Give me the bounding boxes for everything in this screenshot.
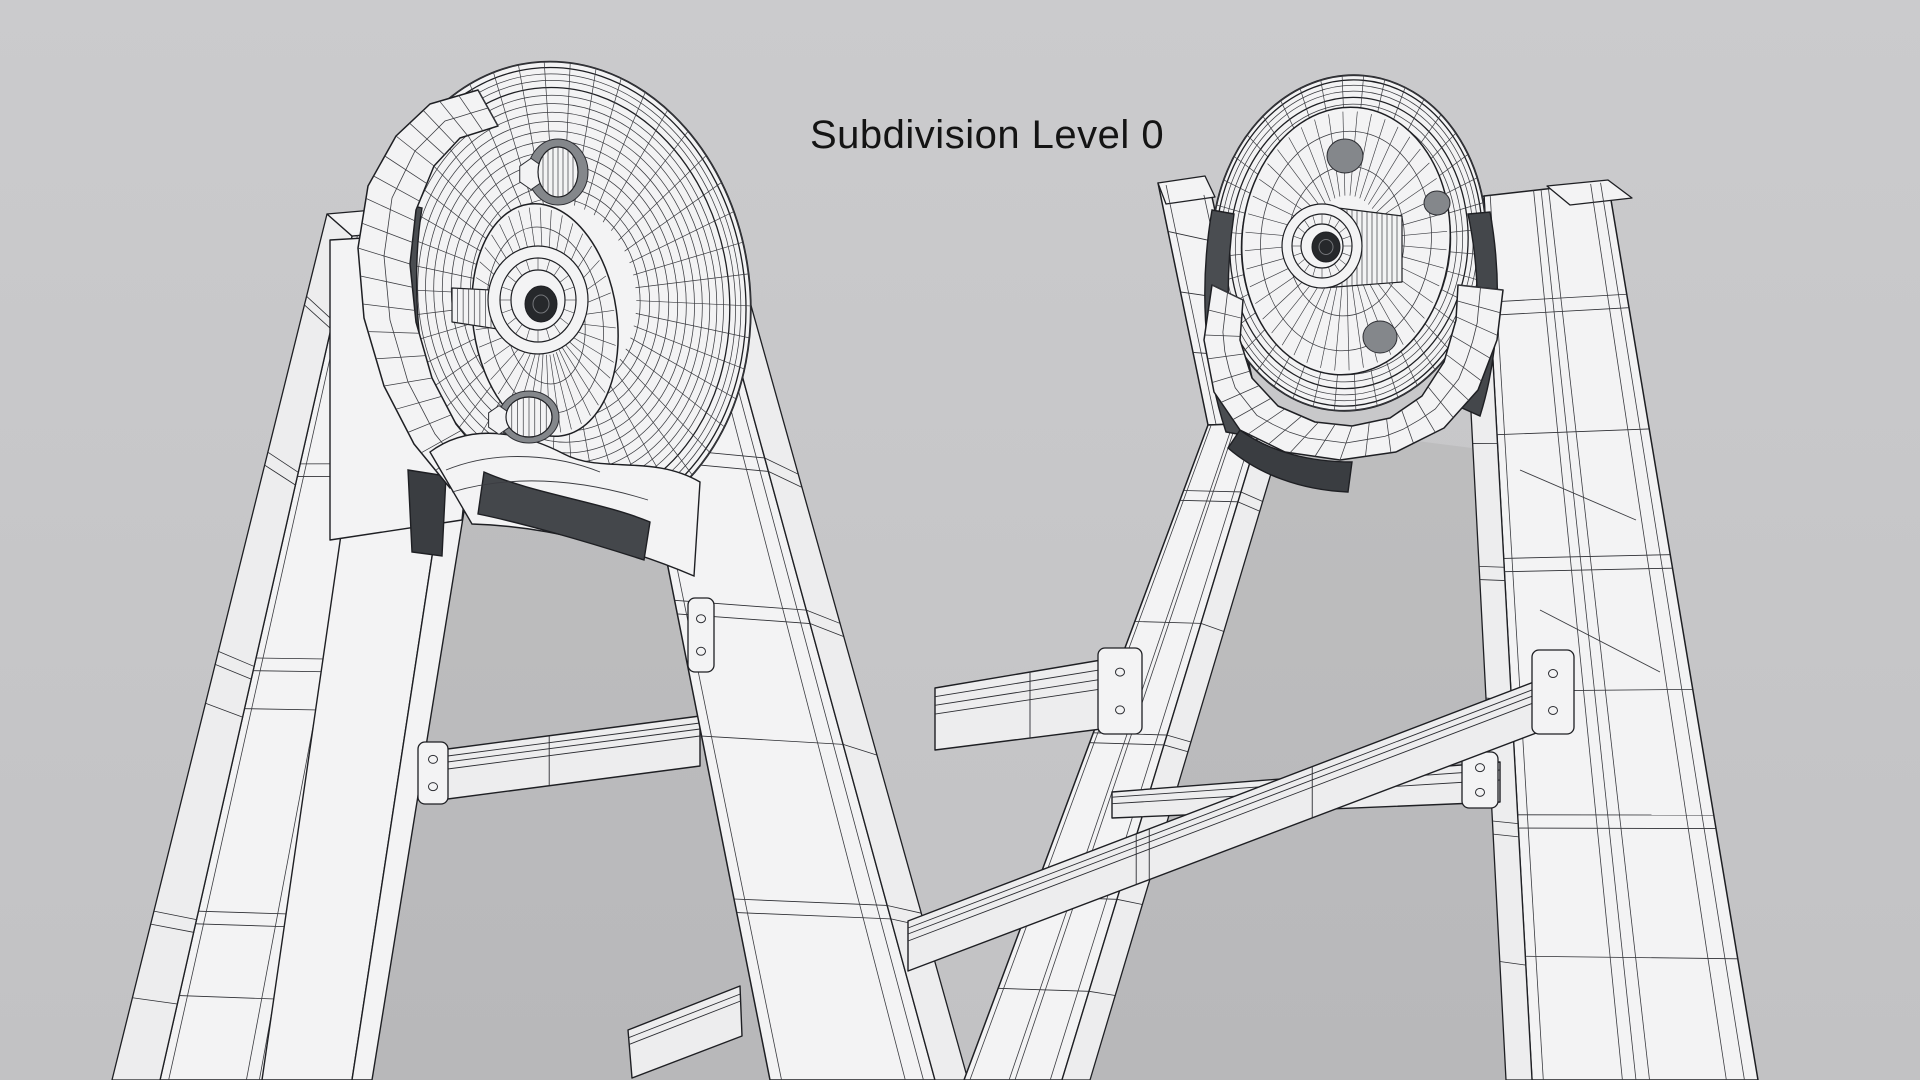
subdivision-level-label: Subdivision Level 0 [810,113,1164,157]
right-wheel-hub [1281,203,1363,289]
long-rail-right-segment [934,655,1126,751]
left-wheel-saddle-contour2 [451,480,649,501]
right-leg-diagonal-seam2 [1539,609,1661,673]
right-wheel-fork [1203,284,1504,461]
left-wheel-bottom-pin [488,396,553,438]
right-wheel-side-hole [1423,190,1451,216]
right-wheel-bottom-pocket [1227,429,1353,493]
shadow-tint-right-gap [1064,420,1508,1080]
right-wheel-bottom-hole [1362,320,1398,354]
left-frame-dark-slot [407,469,447,557]
left-wheel-saddle-contour [445,456,601,473]
right-leg-diagonal-seam [1519,469,1637,521]
long-rail-right-bracket [1097,647,1143,735]
left-crossbar-notch [687,597,715,673]
right-frame-right-leg [1459,179,1759,1080]
left-wheel-saddle-pocket [477,470,651,561]
diagonal-brace-left-segment [627,985,743,1079]
model-scene [111,60,1759,1080]
left-wheel-hub [487,245,589,355]
right-crossbar-bracket [1461,751,1499,809]
long-rail-left-bracket [417,741,449,805]
left-wheel-top-pin [519,146,579,198]
diagonal-brace-end-bracket [1531,649,1575,735]
right-wheel-top-hole [1326,138,1364,174]
